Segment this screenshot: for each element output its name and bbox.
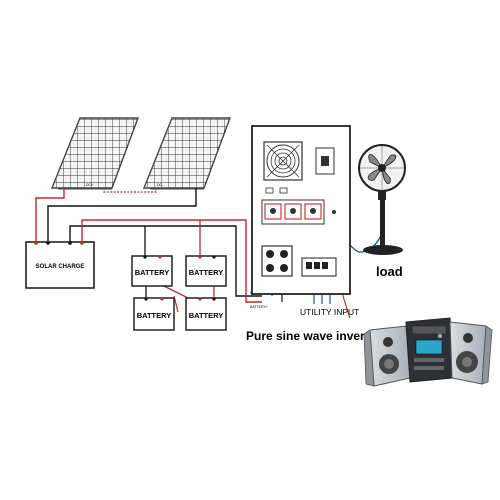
charge-negative-wire bbox=[69, 225, 262, 297]
battery-terminal-label: BATTERY+ bbox=[250, 305, 268, 309]
switch-icon bbox=[279, 187, 288, 194]
indicator-icon bbox=[332, 210, 336, 214]
panel-terminal-label: DC+ bbox=[86, 183, 93, 187]
charge-positive-wire bbox=[81, 219, 262, 303]
battery-1: BATTERY bbox=[131, 255, 173, 287]
load-label: load bbox=[376, 264, 403, 279]
battery-4: BATTERY bbox=[185, 297, 227, 331]
stand-fan-icon bbox=[358, 144, 406, 255]
battery-label: BATTERY bbox=[137, 311, 172, 320]
dc-terminal-block bbox=[261, 245, 293, 277]
battery-label: BATTERY bbox=[189, 311, 224, 320]
switch-icon bbox=[265, 187, 274, 194]
panel-series-wire bbox=[103, 188, 157, 193]
panel-negative-wire bbox=[47, 188, 197, 242]
battery-3: BATTERY bbox=[133, 297, 175, 331]
inverter-caption: Pure sine wave inverter bbox=[246, 329, 380, 343]
cooling-fan-icon bbox=[263, 141, 303, 181]
panel-positive-wire bbox=[35, 188, 65, 242]
solar-panel-left bbox=[50, 117, 140, 190]
solar-charge-label: SOLAR CHARGE bbox=[36, 264, 85, 270]
battery-label: BATTERY bbox=[189, 268, 224, 277]
battery-label: BATTERY bbox=[135, 268, 170, 277]
inverter-unit bbox=[251, 125, 351, 295]
ac-outlet-panel bbox=[261, 199, 325, 225]
battery-2: BATTERY bbox=[185, 255, 227, 287]
stereo-system-icon bbox=[363, 317, 493, 387]
solar-panel-right bbox=[142, 117, 232, 190]
panel-terminal-label: DC- bbox=[157, 183, 164, 187]
solar-charge-controller: SOLAR CHARGE bbox=[25, 241, 95, 289]
utility-input-label: UTILITY INPUT bbox=[300, 307, 359, 317]
breaker-icon bbox=[315, 147, 335, 175]
utility-terminal-block bbox=[301, 257, 337, 277]
